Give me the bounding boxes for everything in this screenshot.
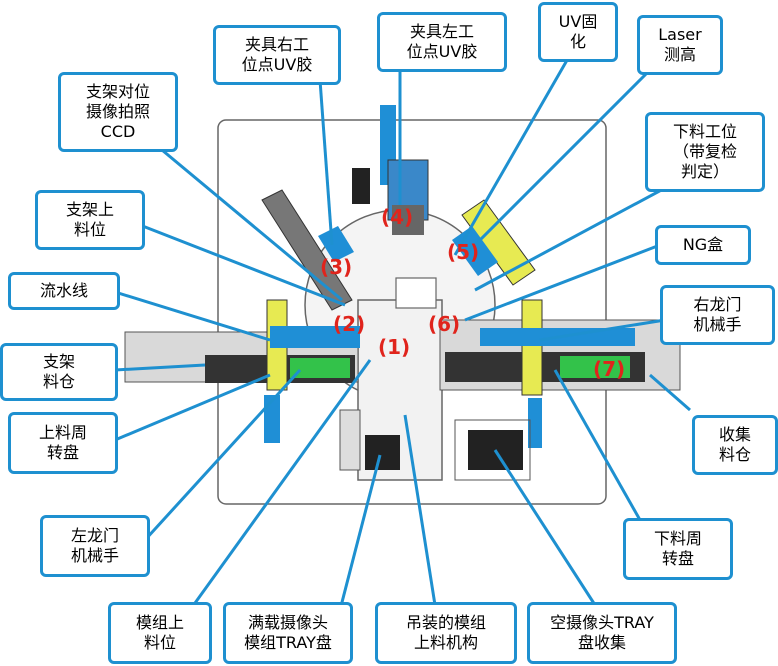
- right-gantry-post: [528, 398, 542, 448]
- right-gantry-beam: [521, 299, 543, 396]
- left-gantry-arm: [270, 326, 360, 348]
- full-tray-stack: [365, 435, 400, 470]
- station-5-number: (5): [447, 240, 480, 264]
- label-bracket-bin: 支架 料仓: [0, 343, 118, 401]
- station-1-number: (1): [378, 335, 411, 359]
- label-hoist: 吊装的模组 上料机构: [375, 602, 517, 664]
- label-left-gantry: 左龙门 机械手: [40, 515, 150, 577]
- station-6-number: (6): [428, 312, 461, 336]
- label-jiaju-left: 夹具左工 位点UV胶: [377, 12, 507, 72]
- station4-head: [352, 168, 370, 204]
- station4-nozzle: [392, 205, 424, 235]
- label-unload-station: 下料工位 （带复检 判定）: [645, 112, 765, 192]
- label-conveyor: 流水线: [8, 272, 120, 310]
- central-hub: [395, 277, 437, 309]
- station-7-number: (7): [593, 357, 626, 381]
- label-right-gantry: 右龙门 机械手: [660, 285, 775, 345]
- label-collect-bin: 收集 料仓: [692, 415, 778, 475]
- label-empty-tray: 空摄像头TRAY 盘收集: [527, 602, 677, 664]
- label-ng-box: NG盒: [655, 225, 751, 265]
- label-unload-turntable: 下料周 转盘: [623, 518, 733, 580]
- left-conveyor-green: [290, 358, 350, 378]
- bottom-left-unit: [339, 409, 361, 471]
- label-uv-cure: UV固 化: [538, 2, 618, 62]
- label-bracket-load: 支架上 料位: [35, 190, 145, 250]
- station-3-number: (3): [320, 255, 353, 279]
- label-laser: Laser 测高: [637, 15, 723, 75]
- callout-lines: [114, 54, 691, 611]
- machine-outer-frame: [217, 119, 607, 505]
- label-full-tray: 满载摄像头 模组TRAY盘: [223, 602, 353, 664]
- label-bracket-align: 支架对位 摄像拍照 CCD: [58, 72, 178, 152]
- label-module-load: 模组上 料位: [108, 602, 212, 664]
- station3-blue: [318, 226, 354, 262]
- station-2-number: (2): [333, 312, 366, 336]
- label-load-turntable: 上料周 转盘: [8, 412, 118, 474]
- right-conveyor-green: [560, 356, 630, 378]
- label-jiaju-right: 夹具右工 位点UV胶: [213, 25, 341, 85]
- station-4-number: (4): [381, 205, 414, 229]
- bottom-right-unit: [454, 419, 531, 481]
